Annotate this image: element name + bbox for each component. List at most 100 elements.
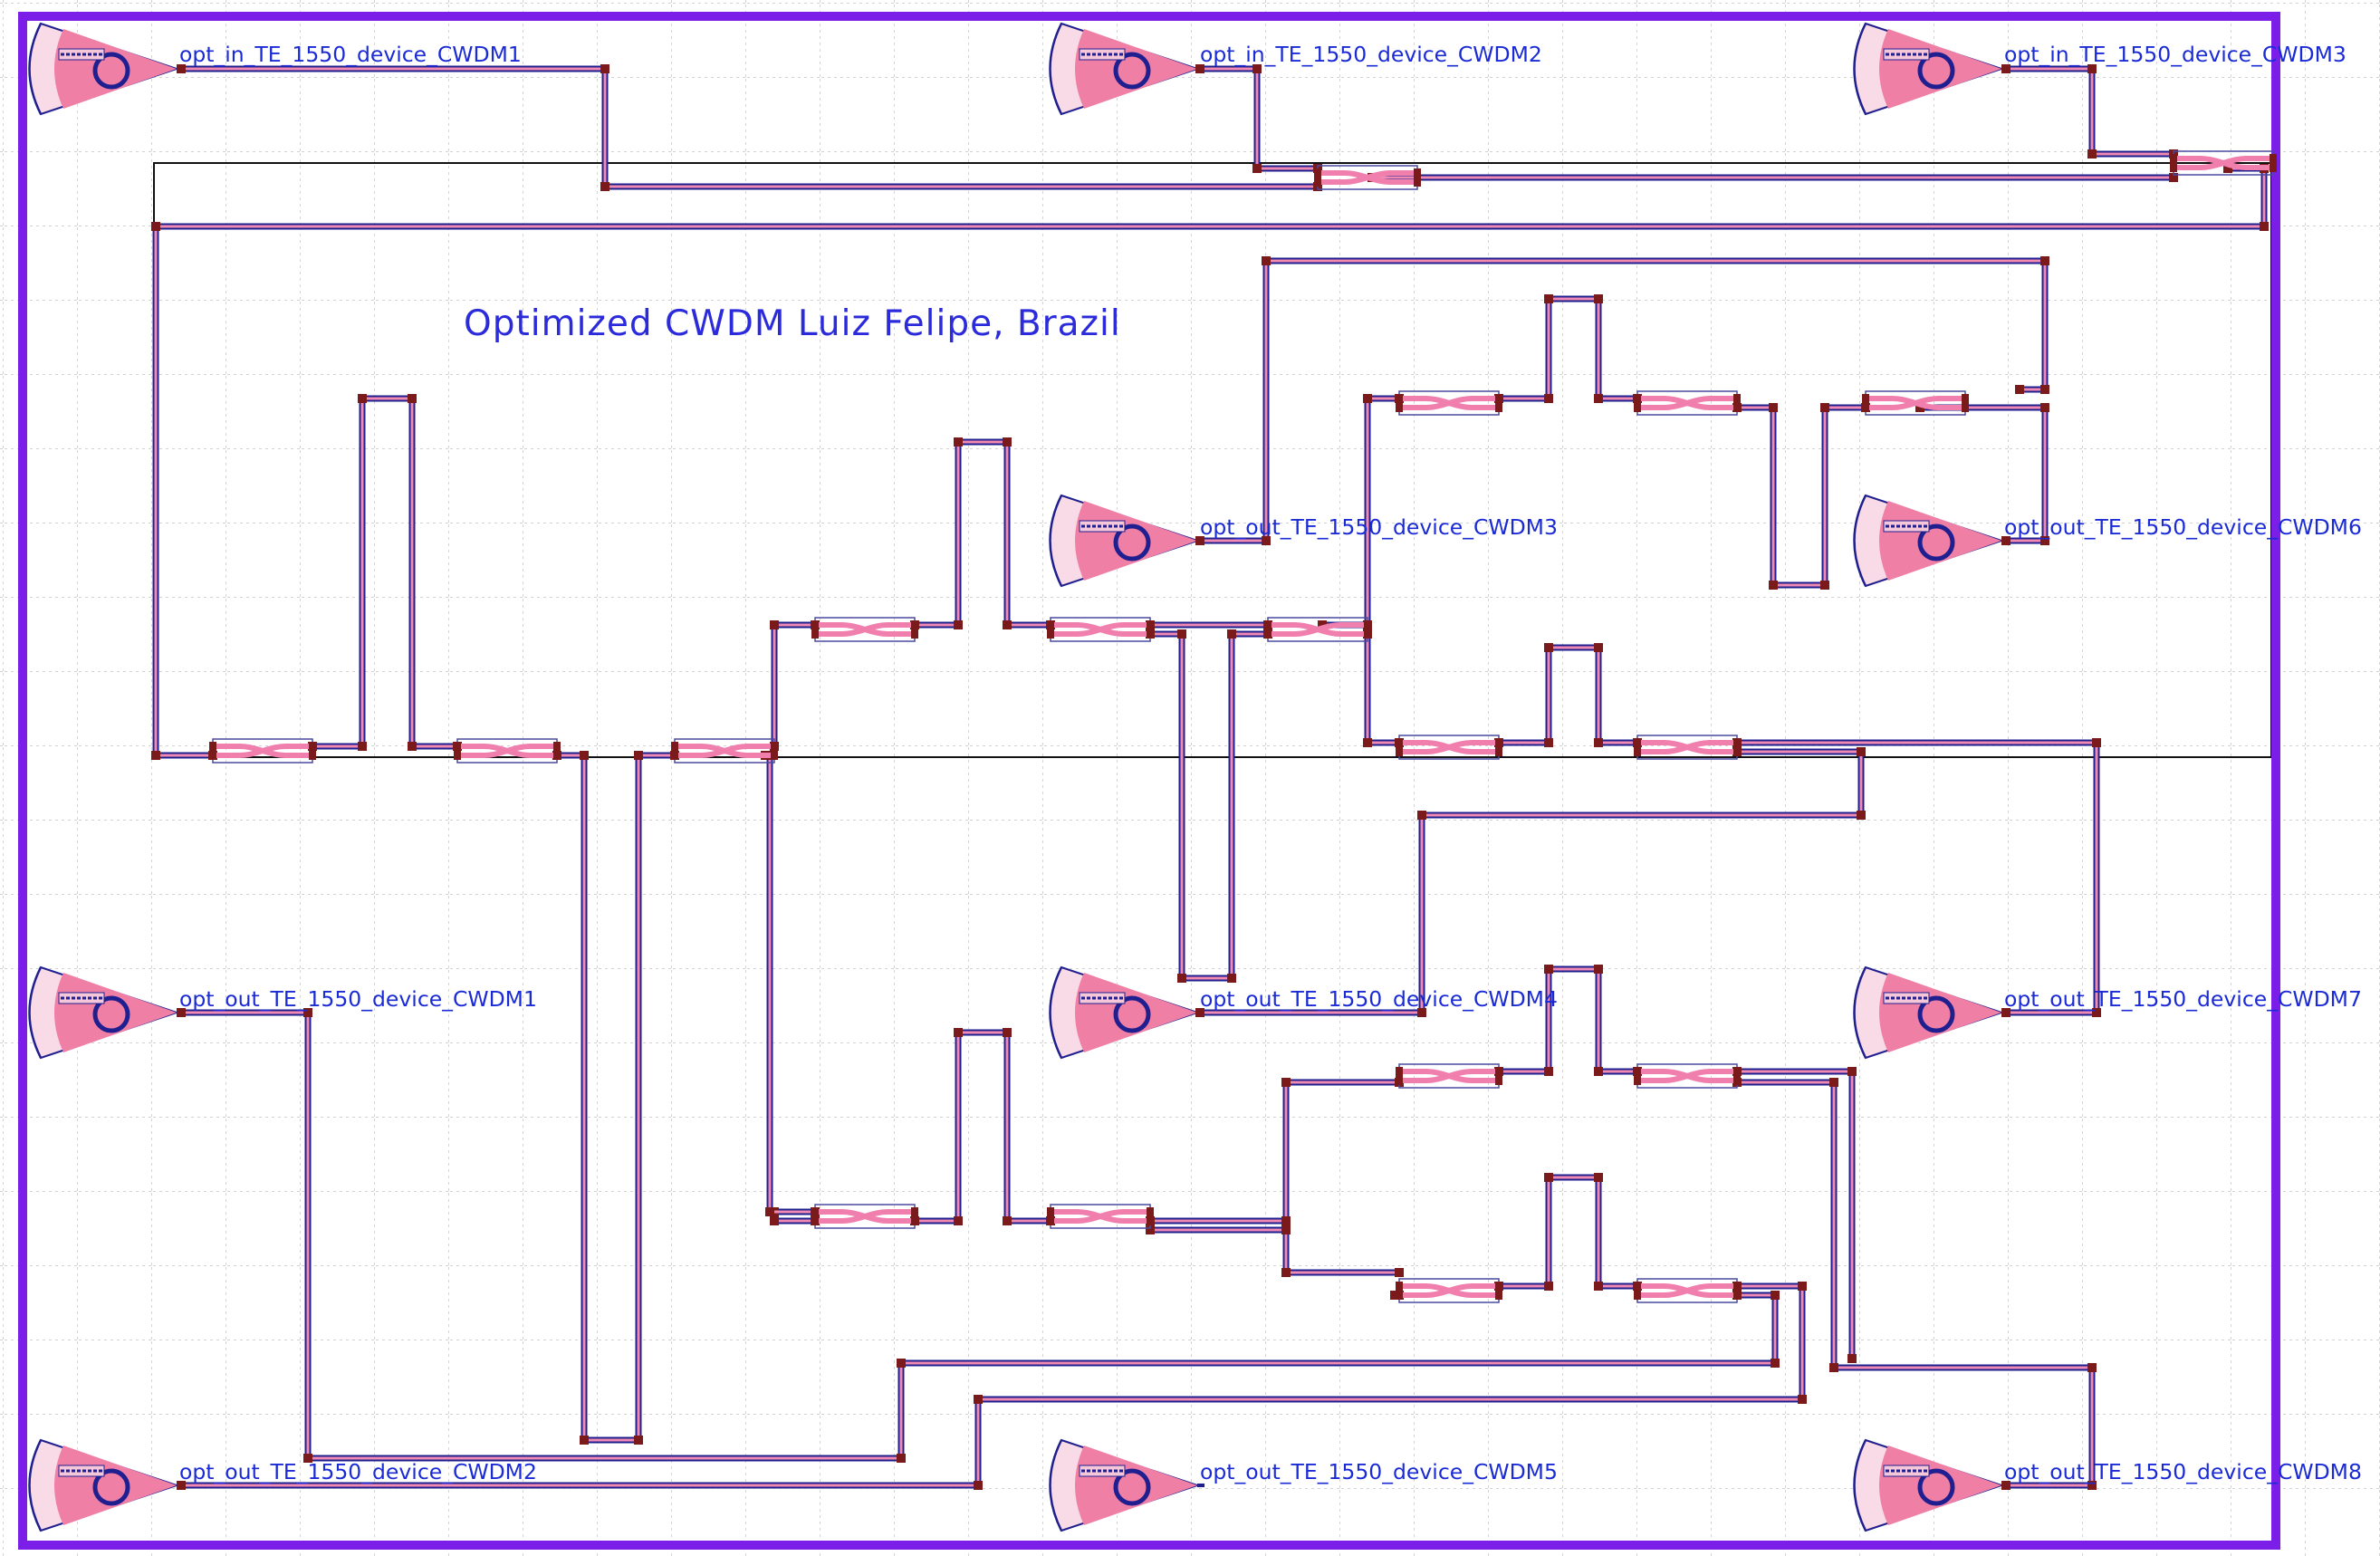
route-pin (1003, 1028, 1012, 1037)
label-out5: opt_out_TE_1550_device_CWDM5 (1200, 1459, 1558, 1484)
route-pin (1857, 811, 1866, 820)
route-pin (303, 1454, 312, 1463)
waveguide-core (915, 440, 1051, 627)
waveguide-core (1920, 406, 2047, 543)
route-pin (177, 64, 186, 73)
route-pin (1820, 403, 1829, 412)
route-pin (408, 394, 417, 403)
route-pin (2040, 256, 2049, 265)
route-pin (600, 182, 609, 191)
route-pin (1544, 643, 1553, 652)
route-pin (974, 1395, 983, 1404)
route-pin (1252, 164, 1262, 173)
route-pin (1769, 581, 1778, 590)
route-pin (2015, 385, 2024, 394)
route-pin (2087, 149, 2097, 158)
waveguide-core (181, 1011, 1777, 1460)
route-pin (1417, 811, 1426, 820)
label-out2: opt_out_TE_1550_device_CWDM2 (179, 1459, 537, 1484)
route-pin (765, 1207, 774, 1216)
waveguide-core (1499, 297, 1637, 400)
route-pin (1227, 974, 1236, 983)
route-pin (1594, 294, 1603, 303)
route-pin (303, 1008, 312, 1017)
route-pin (408, 742, 417, 751)
waveguide-core (1737, 406, 1866, 587)
waveguide-core (1200, 67, 1318, 170)
route-pin (1003, 620, 1012, 629)
route-pin (954, 437, 963, 447)
waveguide-core (1737, 741, 2098, 1014)
route-pin (1544, 1173, 1553, 1182)
route-pin (1544, 738, 1553, 747)
route-pin (1177, 974, 1186, 983)
route-pin (2001, 64, 2011, 73)
route-pin (1146, 1225, 1155, 1234)
route-pin (954, 1216, 963, 1225)
route-pin (1594, 1282, 1603, 1291)
waveguide-core (312, 397, 457, 748)
route-pin (177, 1008, 186, 1017)
route-pin (2001, 536, 2011, 545)
route-pin (151, 222, 160, 231)
route-pin (1857, 747, 1866, 756)
route-pin (1798, 1395, 1807, 1404)
label-out4: opt_out_TE_1550_device_CWDM4 (1200, 986, 1558, 1012)
waveguide-core (1499, 967, 1637, 1073)
route-pin (1544, 1067, 1553, 1076)
waveguide-core (181, 67, 1318, 188)
route-pin (2087, 64, 2097, 73)
route-pin (580, 751, 589, 760)
route-pin (1281, 1216, 1291, 1225)
label-out7: opt_out_TE_1550_device_CWDM7 (2004, 986, 2362, 1012)
waveguide-core (915, 1031, 1051, 1223)
route-pin (1829, 1078, 1838, 1087)
route-pin (1798, 1282, 1807, 1291)
label-out3: opt_out_TE_1550_device_CWDM3 (1200, 514, 1558, 540)
route-pin (954, 1028, 963, 1037)
route-pin (1281, 1078, 1291, 1087)
coupler-labels: opt_in_TE_1550_device_CWDM1 opt_in_TE_15… (179, 42, 2362, 1484)
route-pin (1829, 1363, 1838, 1372)
route-pin (2169, 173, 2178, 182)
route-pin (2040, 536, 2049, 545)
waveguide-core (1737, 1081, 2094, 1487)
route-pin (600, 64, 609, 73)
route-pin (1281, 1225, 1291, 1234)
waveguide-core (1499, 1176, 1637, 1288)
route-pin (1281, 1268, 1291, 1277)
route-pin (1847, 1067, 1857, 1076)
route-pin (1594, 1173, 1603, 1182)
waveguide-core (1150, 1228, 1399, 1274)
route-pin (1195, 1008, 1204, 1017)
route-pin (1363, 738, 1372, 747)
route-pin (974, 1481, 983, 1490)
waveguide-core (1150, 632, 1268, 980)
route-pin (2087, 1363, 2097, 1372)
route-pin (897, 1359, 906, 1368)
route-pin (2040, 403, 2049, 412)
route-pin (1594, 738, 1603, 747)
label-in1: opt_in_TE_1550_device_CWDM1 (179, 42, 522, 67)
route-pin (2092, 1008, 2101, 1017)
route-pin (954, 620, 963, 629)
route-pin (2260, 222, 2269, 231)
route-pin (1771, 1291, 1780, 1300)
label-out8: opt_out_TE_1550_device_CWDM8 (2004, 1459, 2362, 1484)
route-pin (2092, 738, 2101, 747)
route-pin (1594, 643, 1603, 652)
route-pin (1594, 394, 1603, 403)
route-pin (1417, 1008, 1426, 1017)
route-pin (1544, 1282, 1553, 1291)
route-pin (634, 751, 643, 760)
route-pin (1390, 1291, 1399, 1300)
chip-border (18, 12, 2280, 1550)
route-pin (1395, 1268, 1404, 1277)
route-pin (2040, 385, 2049, 394)
route-pin (2001, 1008, 2011, 1017)
route-pin (358, 742, 367, 751)
layout-title: Optimized CWDM Luiz Felipe, Brazil (464, 303, 1121, 344)
waveguide-core (1150, 1081, 1399, 1223)
label-out6: opt_out_TE_1550_device_CWDM6 (2004, 514, 2362, 540)
